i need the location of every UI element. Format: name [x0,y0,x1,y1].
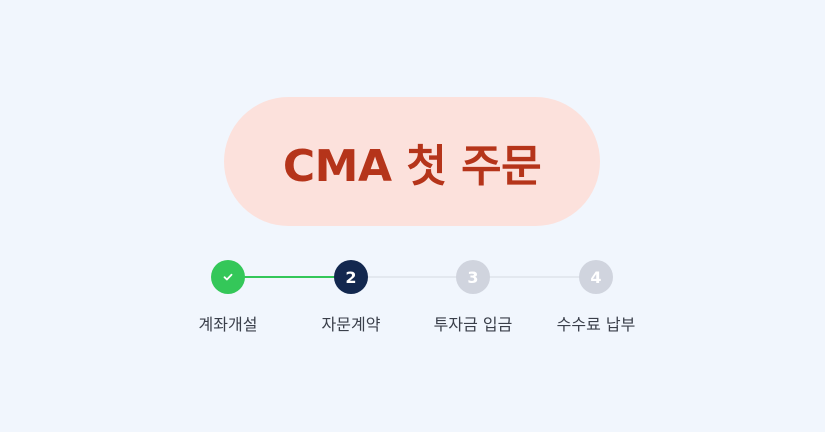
step-label: 계좌개설 [198,315,258,334]
step-label: 수수료 납부 [556,315,636,334]
step-number: 3 [467,267,479,287]
page-title: CMA 첫 주문 [282,140,542,192]
step-label: 자문계약 [321,315,381,334]
check-icon [223,273,233,281]
step-3-pending: 3 [456,260,490,294]
step-number: 2 [345,267,357,287]
step-4-pending: 4 [579,260,613,294]
progress-line-done [228,276,351,278]
step-label: 투자금 입금 [433,315,513,334]
title-badge: CMA 첫 주문 [224,97,600,226]
step-2-current: 2 [334,260,368,294]
step-1-done [211,260,245,294]
step-number: 4 [590,267,602,287]
